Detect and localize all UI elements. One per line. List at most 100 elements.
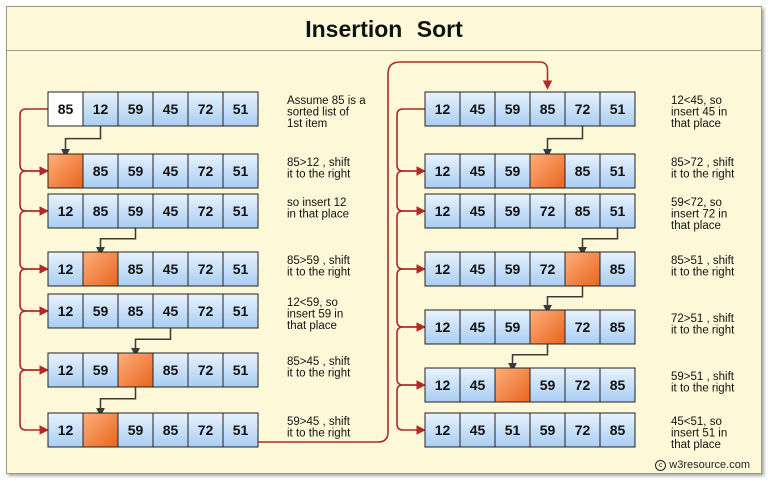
step-note-line: that place xyxy=(671,439,721,451)
empty-slot xyxy=(529,309,566,345)
step-note-line: 85>59 , shift xyxy=(287,255,351,267)
cell-value: 85 xyxy=(610,261,626,277)
step-note-line: it to the right xyxy=(671,169,735,181)
cell-value: 59 xyxy=(128,422,144,438)
array-cell xyxy=(117,153,154,189)
empty-slot xyxy=(494,367,531,403)
array-cell xyxy=(599,412,636,448)
cell-value: 85 xyxy=(93,203,109,219)
cell-value: 59 xyxy=(128,101,144,117)
cell-value: 12 xyxy=(435,261,451,277)
cell-value: 72 xyxy=(198,101,214,117)
cell-value: 45 xyxy=(163,261,179,277)
cell-value: 85 xyxy=(575,163,591,179)
array-cell xyxy=(564,309,601,345)
array-cell xyxy=(187,193,224,229)
array-cell xyxy=(222,352,259,388)
move-arrow xyxy=(96,387,137,417)
step-note-line: 45<51, so xyxy=(671,416,722,428)
array-cell xyxy=(424,367,461,403)
cell-value: 59 xyxy=(128,163,144,179)
cell-value: 59 xyxy=(505,163,521,179)
array-cell xyxy=(599,367,636,403)
cell-value: 72 xyxy=(198,362,214,378)
cell-value: 12 xyxy=(435,377,451,393)
cell-value: 85 xyxy=(163,422,179,438)
cell-value: 12 xyxy=(58,261,74,277)
cell-value: 51 xyxy=(233,303,249,319)
step-note-line: that place xyxy=(671,118,721,130)
empty-slot xyxy=(82,412,119,448)
array-cell xyxy=(47,352,84,388)
array-cell xyxy=(152,91,189,127)
array-cell xyxy=(187,412,224,448)
move-arrow xyxy=(508,344,549,372)
array-cell xyxy=(47,412,84,448)
array-cell xyxy=(222,153,259,189)
cell-value: 72 xyxy=(198,261,214,277)
column-transition-connector xyxy=(258,61,553,443)
cell-value: 85 xyxy=(128,303,144,319)
move-arrow xyxy=(543,286,584,314)
cell-value: 45 xyxy=(470,422,486,438)
step-note-line: insert 45 in xyxy=(671,107,727,119)
array-cell xyxy=(117,251,154,287)
step-note-line: in that place xyxy=(287,209,349,221)
cell-value: 85 xyxy=(163,362,179,378)
empty-slot xyxy=(117,352,154,388)
cell-value: 72 xyxy=(198,163,214,179)
step-note-line: 72>51 , shift xyxy=(671,313,735,325)
move-arrow xyxy=(543,126,584,158)
step-connector xyxy=(396,108,426,176)
cell-value: 12 xyxy=(58,362,74,378)
step-note-line: insert 51 in xyxy=(671,428,727,440)
cell-value: 85 xyxy=(58,101,74,117)
array-cell xyxy=(529,251,566,287)
step-connector xyxy=(396,210,426,274)
step-connector xyxy=(396,268,426,332)
array-cell xyxy=(459,412,496,448)
cell-value: 72 xyxy=(198,303,214,319)
cell-value: 12 xyxy=(93,101,109,117)
array-cell xyxy=(564,193,601,229)
array-cell xyxy=(187,293,224,329)
array-cell xyxy=(599,309,636,345)
cell-value: 51 xyxy=(233,101,249,117)
array-cell xyxy=(152,412,189,448)
step-note-line: it to the right xyxy=(671,267,735,279)
cell-value: 72 xyxy=(575,377,591,393)
cell-value: 51 xyxy=(233,422,249,438)
array-cell xyxy=(529,91,566,127)
array-cell xyxy=(82,293,119,329)
step-note-line: insert 59 in xyxy=(287,309,343,321)
array-cell xyxy=(564,367,601,403)
move-arrow xyxy=(61,126,102,158)
array-cell xyxy=(187,352,224,388)
empty-slot xyxy=(82,251,119,287)
array-cell xyxy=(82,352,119,388)
cell-value: 51 xyxy=(610,163,626,179)
cell-value: 59 xyxy=(540,377,556,393)
connector-layer xyxy=(19,61,619,443)
empty-slot xyxy=(564,251,601,287)
cell-value: 59 xyxy=(93,362,109,378)
diagram-title: Insertion Sort xyxy=(305,16,463,42)
step-note-line: 85>51 , shift xyxy=(671,255,735,267)
cell-value: 85 xyxy=(93,163,109,179)
step-note-line: it to the right xyxy=(671,325,735,337)
cell-value: 12 xyxy=(58,422,74,438)
cell-value: 72 xyxy=(540,261,556,277)
cell-value: 45 xyxy=(470,203,486,219)
cell-value: 85 xyxy=(610,377,626,393)
array-cell xyxy=(494,251,531,287)
cell-value: 45 xyxy=(163,203,179,219)
cell-value: 51 xyxy=(233,203,249,219)
